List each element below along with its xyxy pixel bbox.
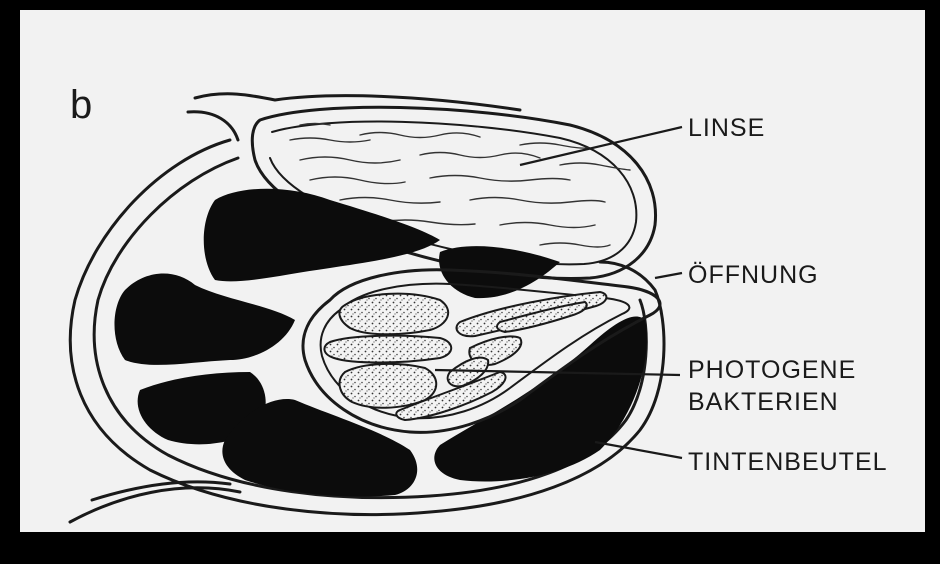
bacteria-lobe-2 — [324, 336, 451, 363]
label-ink-sac: TINTENBEUTEL — [688, 448, 888, 476]
panel-label: b — [70, 83, 92, 127]
label-bacteria-line1: PHOTOGENE — [688, 356, 856, 384]
label-bacteria-line2: BAKTERIEN — [688, 388, 839, 416]
bacteria-lobe-1 — [339, 294, 448, 335]
label-opening: ÖFFNUNG — [688, 261, 819, 289]
label-lens: LINSE — [688, 114, 765, 142]
